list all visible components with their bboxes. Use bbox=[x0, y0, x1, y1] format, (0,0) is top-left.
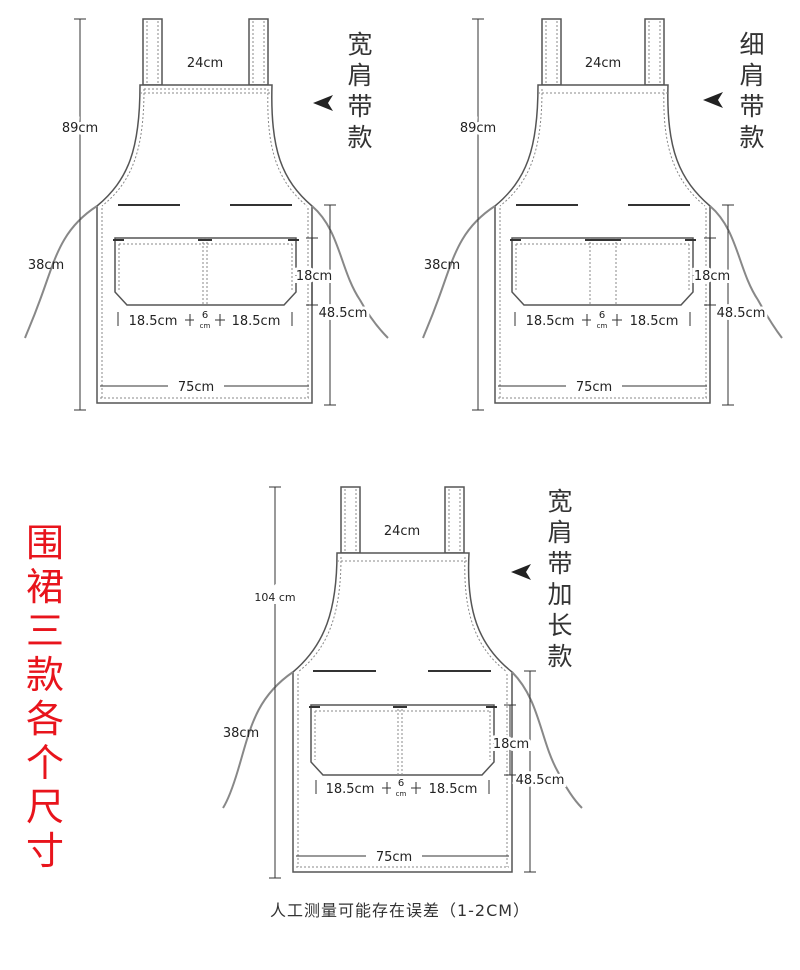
lower-length-label: 48.5cm bbox=[516, 773, 565, 788]
total-length-label: 89cm bbox=[62, 121, 98, 136]
left-tie bbox=[422, 205, 496, 339]
variant-title-char: 带 bbox=[347, 92, 372, 121]
pocket-right-width-label: 18.5cm bbox=[232, 314, 281, 329]
left-tie bbox=[24, 205, 98, 339]
variant-title-char: 肩 bbox=[739, 61, 764, 90]
pocket-gap-label: 6 bbox=[202, 310, 208, 321]
variant-title-char: 宽 bbox=[347, 30, 372, 59]
pocket-height-label: 18cm bbox=[694, 269, 730, 284]
pocket-gap-label: 6 bbox=[398, 778, 404, 789]
bottom-width-label: 75cm bbox=[376, 850, 412, 865]
strap-length-label: 38cm bbox=[28, 258, 64, 273]
right-tie bbox=[511, 671, 583, 809]
variant-title-char: 款 bbox=[347, 123, 372, 152]
side-label-char: 尺 bbox=[26, 785, 64, 829]
pocket bbox=[511, 237, 694, 306]
lower-length-label: 48.5cm bbox=[717, 306, 766, 321]
side-label-char: 围 bbox=[26, 521, 64, 565]
bottom-width-label: 75cm bbox=[178, 380, 214, 395]
side-label-char: 各 bbox=[26, 697, 64, 741]
right-strap bbox=[248, 18, 269, 86]
pocket-height-label: 18cm bbox=[296, 269, 332, 284]
right-strap bbox=[644, 18, 665, 86]
neck-width-label: 24cm bbox=[187, 56, 223, 71]
pocket-gap-unit: cm bbox=[597, 322, 608, 330]
right-tie bbox=[709, 205, 783, 339]
total-length-label: 89cm bbox=[460, 121, 496, 136]
pocket-gap-label: 6 bbox=[599, 310, 605, 321]
left-strap bbox=[541, 18, 562, 86]
right-tie bbox=[311, 205, 389, 339]
variant-title-char: 肩 bbox=[347, 61, 372, 90]
variant-title-char: 细 bbox=[739, 30, 764, 59]
total-length-label: 104 cm bbox=[254, 591, 295, 604]
pocket bbox=[310, 704, 495, 776]
pocket-gap-unit: cm bbox=[200, 322, 211, 330]
pocket-left-width-label: 18.5cm bbox=[326, 782, 375, 797]
lower-length-label: 48.5cm bbox=[319, 306, 368, 321]
neck-width-label: 24cm bbox=[585, 56, 621, 71]
variant-title-char: 加 bbox=[547, 580, 572, 609]
bottom-width-label: 75cm bbox=[576, 380, 612, 395]
side-label-char: 三 bbox=[26, 609, 64, 653]
arrow-left-icon bbox=[703, 92, 723, 108]
side-label-char: 款 bbox=[26, 653, 64, 697]
apron-wide-strap: 24cm 89cm 38cm 18cm 48.5cm 18.5cm 6 cm 1… bbox=[24, 18, 389, 411]
left-tie bbox=[222, 671, 294, 809]
pocket-left-width-label: 18.5cm bbox=[526, 314, 575, 329]
measurement-note: 人工测量可能存在误差（1-2CM） bbox=[270, 901, 530, 920]
variant-title-char: 长 bbox=[547, 611, 572, 640]
right-strap bbox=[444, 486, 465, 554]
side-label-char: 裙 bbox=[26, 565, 64, 609]
variant-title-char: 宽 bbox=[547, 487, 572, 516]
left-strap bbox=[142, 18, 163, 86]
side-label-char: 个 bbox=[26, 741, 64, 785]
pocket bbox=[114, 237, 297, 306]
arrow-left-icon bbox=[511, 564, 531, 580]
neck-width-label: 24cm bbox=[384, 524, 420, 539]
pocket-right-width-label: 18.5cm bbox=[429, 782, 478, 797]
side-label-char: 寸 bbox=[26, 829, 64, 873]
variant-title-char: 带 bbox=[547, 549, 572, 578]
pocket-gap-unit: cm bbox=[396, 790, 407, 798]
pocket-height-label: 18cm bbox=[493, 737, 529, 752]
variant-title-char: 款 bbox=[739, 123, 764, 152]
variant-title-char: 带 bbox=[739, 92, 764, 121]
apron-narrow-strap: 24cm 89cm 38cm 18cm 48.5cm 18.5cm 6 cm 1… bbox=[422, 18, 783, 411]
left-strap bbox=[340, 486, 361, 554]
pocket-right-width-label: 18.5cm bbox=[630, 314, 679, 329]
variant-title-char: 肩 bbox=[547, 518, 572, 547]
apron-wide-strap-long: 24cm 104 cm 38cm 18cm 48.5cm 18.5cm 6 cm… bbox=[222, 486, 583, 879]
arrow-left-icon bbox=[313, 95, 333, 111]
strap-length-label: 38cm bbox=[223, 726, 259, 741]
pocket-left-width-label: 18.5cm bbox=[129, 314, 178, 329]
variant-title-char: 款 bbox=[547, 642, 572, 671]
strap-length-label: 38cm bbox=[424, 258, 460, 273]
